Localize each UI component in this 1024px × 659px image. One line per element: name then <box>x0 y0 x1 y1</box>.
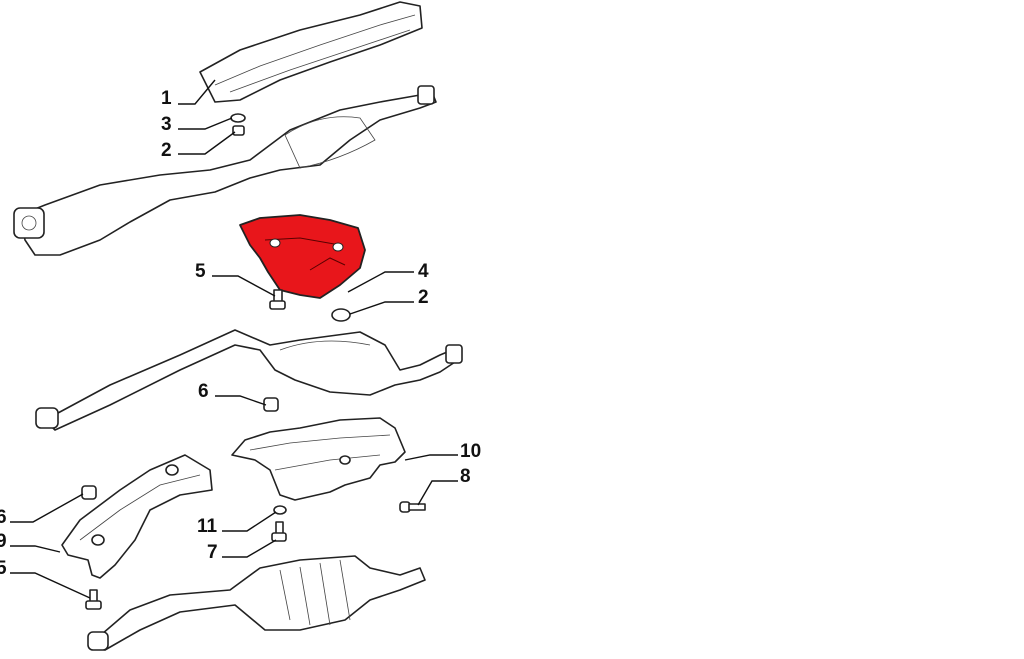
heat-shield-9 <box>61 454 213 579</box>
label-5-lower: 5 <box>0 558 7 579</box>
label-6-upper: 6 <box>198 381 209 402</box>
label-5-upper: 5 <box>195 261 206 282</box>
heat-shield-10 <box>231 417 406 501</box>
washer-11 <box>273 505 287 515</box>
heat-shield-4-highlighted <box>239 214 366 299</box>
nut-6-lower <box>81 485 97 500</box>
label-10: 10 <box>460 441 481 462</box>
washer-3 <box>230 113 246 123</box>
label-2-lower: 2 <box>418 287 429 308</box>
bolt-5-lower <box>85 589 102 610</box>
nut-2-lower <box>331 308 351 322</box>
label-2-upper: 2 <box>161 140 172 161</box>
middle-pipe-silencer <box>35 329 463 431</box>
label-11: 11 <box>197 516 218 537</box>
leader-lines <box>10 79 458 599</box>
label-8: 8 <box>460 466 471 487</box>
rear-silencer <box>87 555 426 651</box>
label-4: 4 <box>418 261 429 282</box>
heat-shield-1 <box>199 1 423 103</box>
label-7: 7 <box>207 542 218 563</box>
label-9: 9 <box>0 531 7 552</box>
bolt-8 <box>399 501 426 513</box>
label-6-lower: 6 <box>0 507 7 528</box>
label-1: 1 <box>161 88 172 109</box>
bolt-7 <box>271 521 287 542</box>
front-pipe-catalytic-converter <box>13 85 437 256</box>
label-3: 3 <box>161 114 172 135</box>
nut-2-upper <box>232 125 245 136</box>
bolt-5-upper <box>269 289 286 310</box>
